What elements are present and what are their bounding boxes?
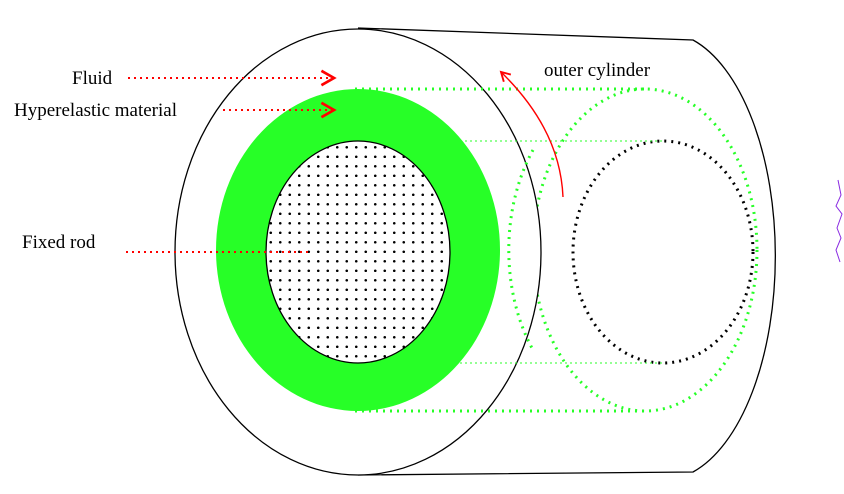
rotation-arrow bbox=[499, 70, 564, 198]
hidden-hyperelastic-ellipse bbox=[531, 87, 759, 413]
fluid-label: Fluid bbox=[72, 68, 113, 89]
outer-cylinder-label: outer cylinder bbox=[544, 60, 651, 81]
hyperelastic-label: Hyperelastic material bbox=[14, 100, 177, 121]
hyperelastic-ring bbox=[216, 89, 500, 411]
fixed-rod-fill bbox=[265, 140, 451, 364]
hidden-rod-ellipse bbox=[571, 139, 755, 365]
stray-scribble-mark bbox=[835, 179, 843, 263]
outer-cylinder-back-outline bbox=[357, 27, 776, 476]
fixed-rod-label: Fixed rod bbox=[22, 232, 96, 253]
